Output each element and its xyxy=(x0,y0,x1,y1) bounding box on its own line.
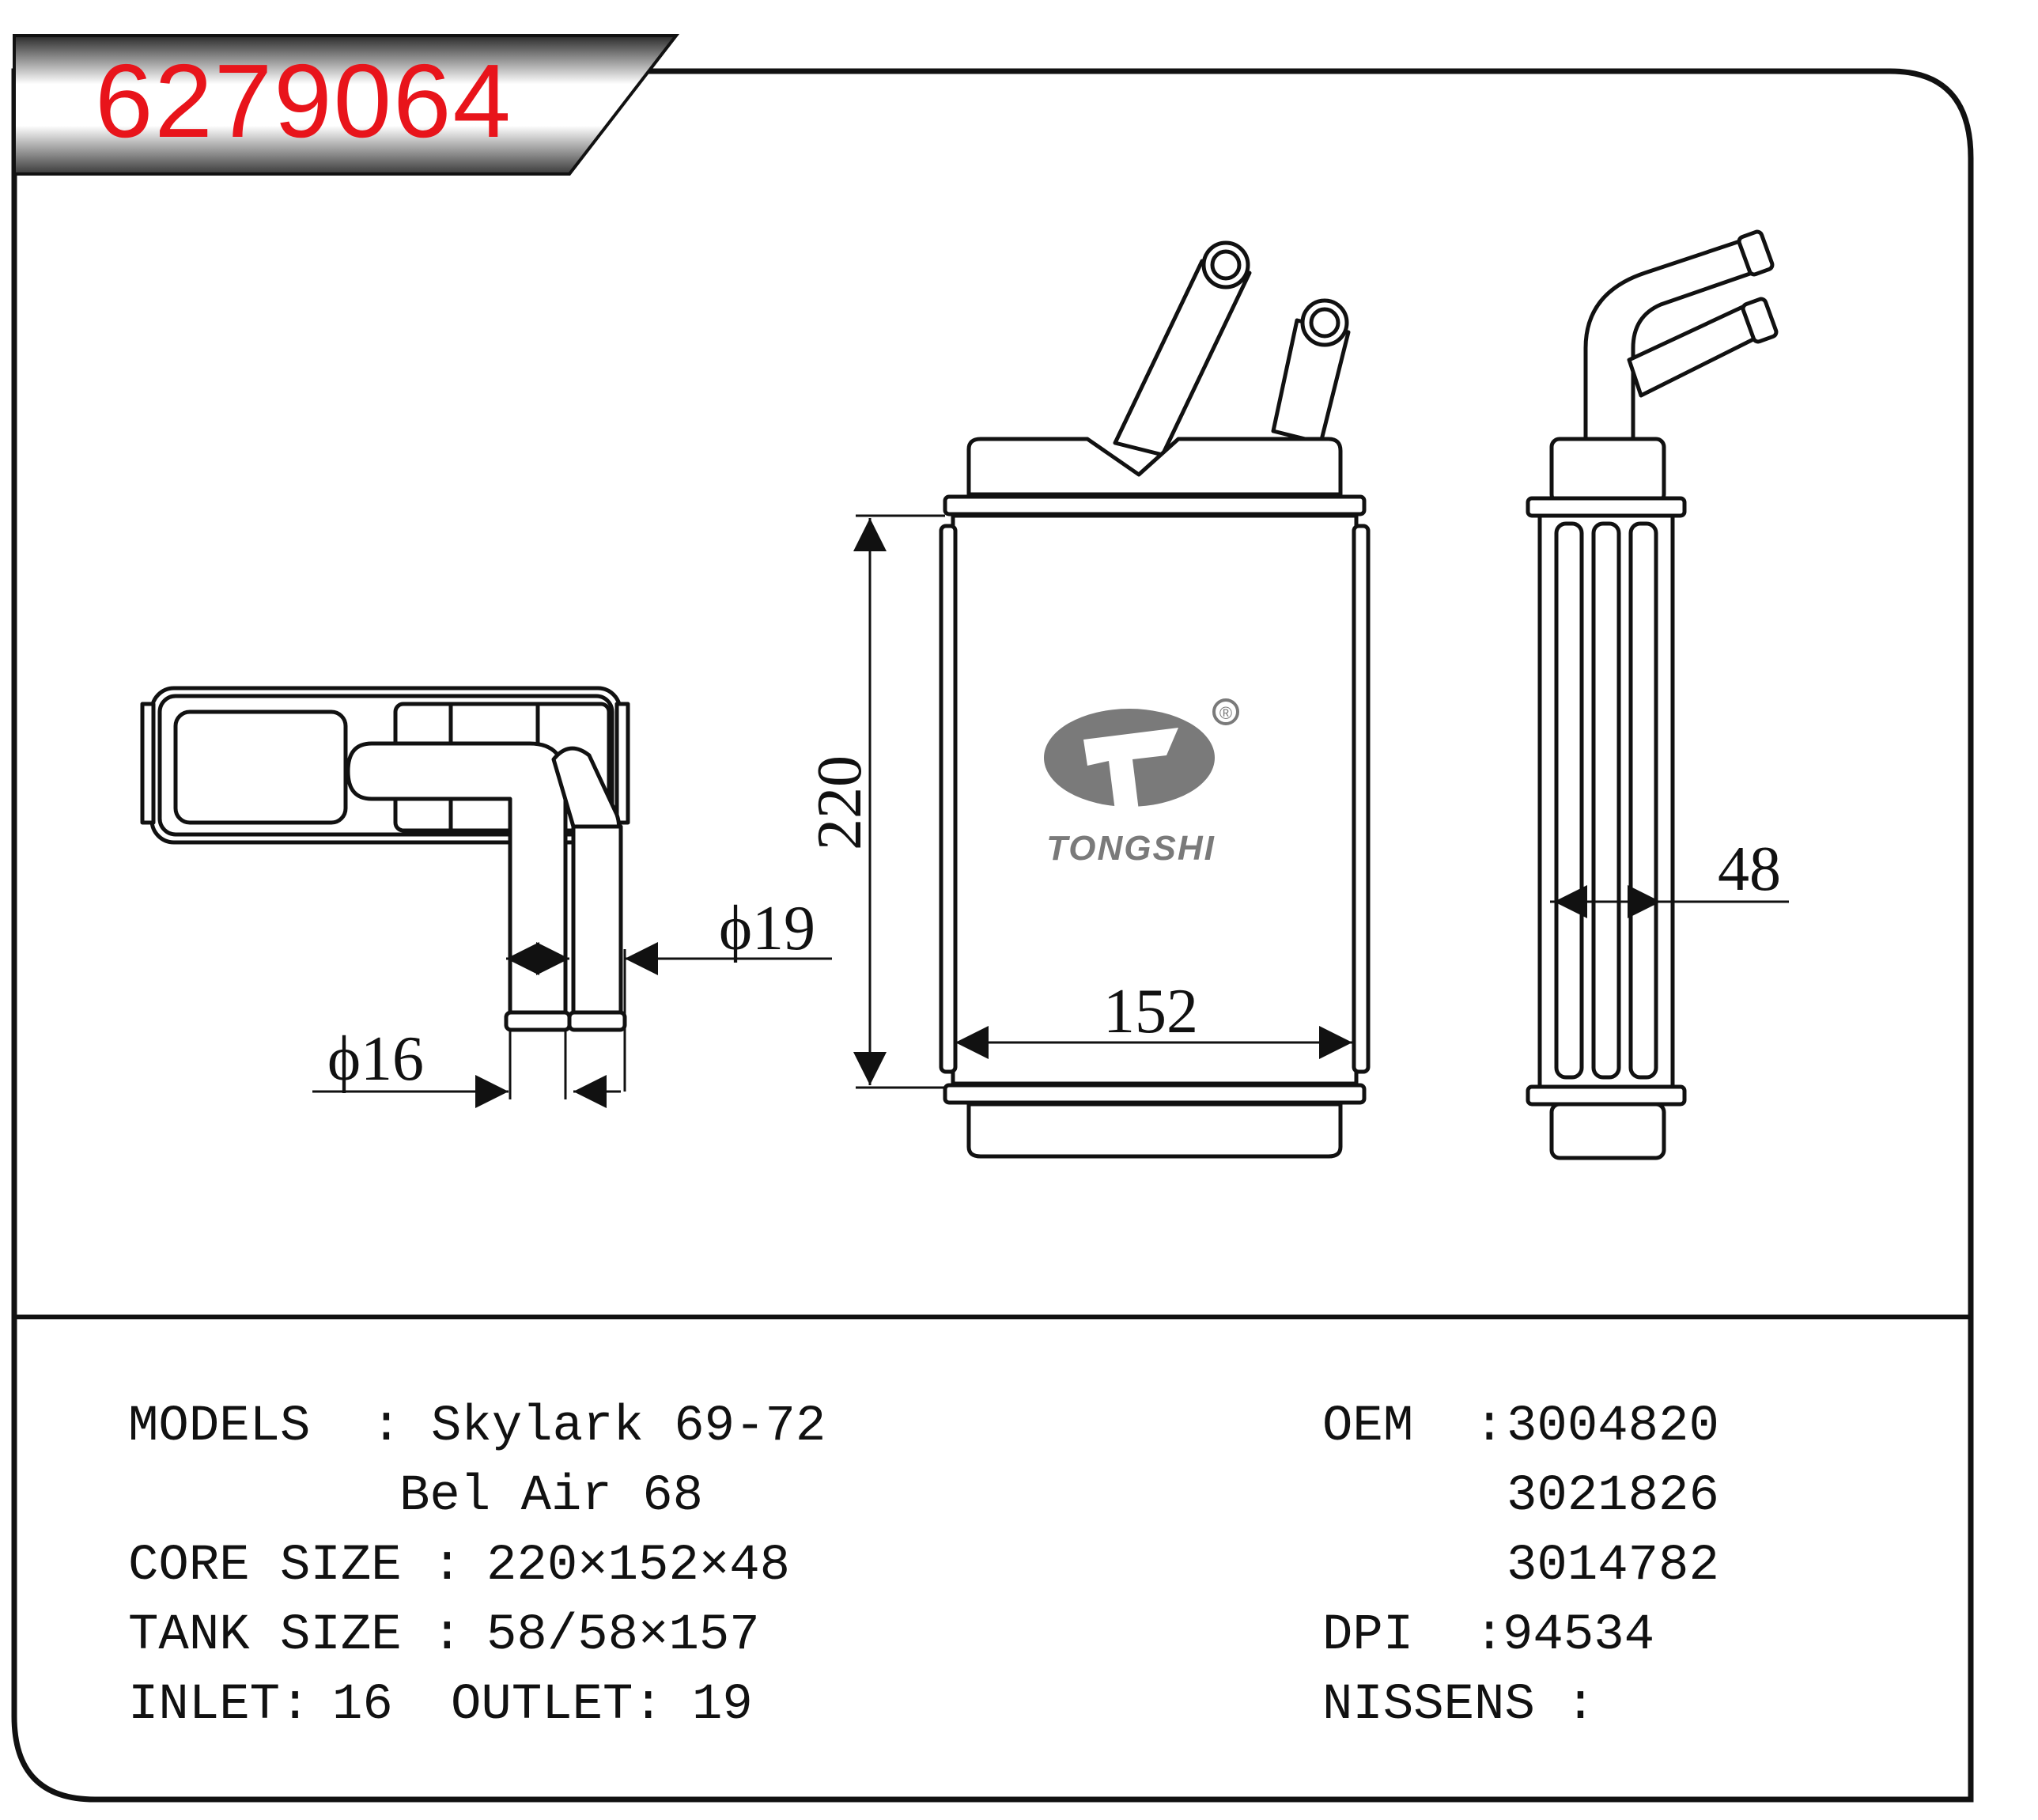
models-label: MODELS : xyxy=(128,1398,402,1455)
tank-size-value: 58/58×157 xyxy=(486,1607,760,1664)
outlet-label: OUTLET: xyxy=(451,1677,694,1734)
front-view xyxy=(939,240,1371,1159)
inlet-label: INLET: xyxy=(128,1677,341,1734)
nissens-label: NISSENS : xyxy=(1322,1677,1596,1734)
dpi-label: DPI : xyxy=(1322,1607,1505,1664)
dim-depth: 48 xyxy=(1718,834,1781,904)
inlet-value: 16 xyxy=(332,1677,393,1734)
dpi-value: 94534 xyxy=(1503,1607,1655,1664)
core-size-value: 220×152×48 xyxy=(486,1538,791,1595)
top-view xyxy=(140,686,630,1032)
core-size-label: CORE SIZE : xyxy=(128,1538,493,1595)
tank-size-label: TANK SIZE : xyxy=(128,1607,493,1664)
outlet-value: 19 xyxy=(692,1677,753,1734)
part-number: 6279064 xyxy=(95,43,512,159)
dim-outlet-diameter: ϕ19 xyxy=(719,894,815,963)
oem-value-3: 3014782 xyxy=(1507,1538,1719,1595)
oem-value-2: 3021826 xyxy=(1507,1468,1719,1525)
part-number-tab xyxy=(13,34,680,176)
registered-mark: ® xyxy=(1219,703,1232,723)
side-view xyxy=(1526,229,1779,1160)
drawing-frame xyxy=(11,68,1974,1803)
models-line-1: Skylark 69-72 xyxy=(431,1398,826,1455)
oem-value-1: 3004820 xyxy=(1507,1398,1719,1455)
dimension-lines xyxy=(312,514,1789,1108)
dim-height: 220 xyxy=(805,755,875,850)
models-line-2: Bel Air 68 xyxy=(399,1468,704,1525)
dim-width: 152 xyxy=(1103,977,1198,1046)
logo-wordmark: TONGSHI xyxy=(1046,829,1216,868)
dim-inlet-diameter: ϕ16 xyxy=(327,1024,424,1094)
oem-label: OEM : xyxy=(1322,1398,1505,1455)
tongshi-logo: ® TONGSHI xyxy=(1044,698,1239,868)
